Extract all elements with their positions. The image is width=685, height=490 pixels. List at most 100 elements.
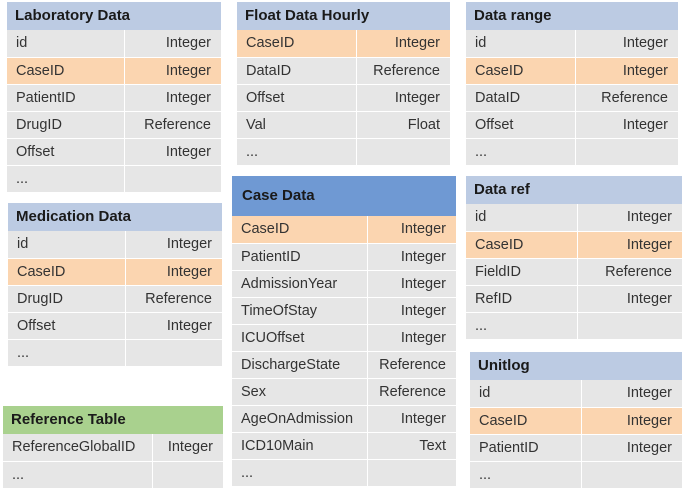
case-data-table: Case Data CaseID Integer PatientID Integer… [232,176,456,486]
field-type: Integer [400,221,446,237]
table-row: id Integer [466,30,678,57]
table-row: RefID Integer [466,285,682,312]
table-row: ... [466,312,682,339]
field-type: Reference [379,384,446,400]
table-row: CaseID Integer [466,231,682,258]
field-name: ... [466,139,576,165]
field-name: Offset [237,85,357,111]
field-name: ... [3,462,153,488]
table-title: Case Data [232,176,456,216]
field-type: Integer [622,35,668,51]
field-name: PatientID [232,244,368,270]
table-row: CaseID Integer [470,407,682,434]
field-type: Float [407,117,440,133]
field-type: Integer [165,90,211,106]
field-type: Integer [166,264,212,280]
field-type: Integer [394,35,440,51]
float-data-hourly-table: Float Data Hourly CaseID Integer DataID Re… [237,2,450,165]
field-name: AgeOnAdmission [232,406,368,432]
field-type: Integer [165,144,211,160]
field-name: CaseID [8,259,126,285]
table-title: Laboratory Data [7,2,221,30]
table-row: DataID Reference [466,84,678,111]
field-type: Reference [373,63,440,79]
field-name: RefID [466,286,578,312]
field-name: ... [232,460,368,486]
field-type [578,313,682,339]
field-type: Text [419,438,446,454]
field-type [126,340,222,366]
field-type: Integer [400,303,446,319]
table-row: Offset Integer [7,138,221,165]
field-name: DataID [466,85,576,111]
field-name: Offset [7,139,125,165]
field-name: DischargeState [232,352,368,378]
table-row: DataID Reference [237,57,450,84]
field-name: ... [7,166,125,192]
field-name: id [466,30,576,57]
field-name: TimeOfStay [232,298,368,324]
field-type: Integer [626,209,672,225]
table-title: Data ref [466,176,682,204]
field-name: ... [466,313,578,339]
field-name: ICD10Main [232,433,368,459]
field-type [368,460,456,486]
table-row: ... [237,138,450,165]
field-name: AdmissionYear [232,271,368,297]
field-name: id [470,380,582,407]
table-title: Medication Data [8,203,222,231]
field-name: ICUOffset [232,325,368,351]
field-name: CaseID [237,30,357,57]
field-name: PatientID [7,85,125,111]
table-row: PatientID Integer [232,243,456,270]
field-name: FieldID [466,259,578,285]
field-type: Integer [165,35,211,51]
field-name: CaseID [7,58,125,84]
table-row: TimeOfStay Integer [232,297,456,324]
field-type [357,139,450,165]
field-name: DataID [237,58,357,84]
field-type: Integer [626,291,672,307]
field-type: Integer [626,413,672,429]
field-name: CaseID [466,232,578,258]
table-row: ... [466,138,678,165]
field-name: CaseID [232,216,368,243]
table-row: CaseID Integer [232,216,456,243]
field-type: Integer [626,237,672,253]
field-type [576,139,678,165]
table-row: CaseID Integer [237,30,450,57]
field-name: CaseID [470,408,582,434]
field-name: ReferenceGlobalID [3,434,153,461]
field-name: ... [237,139,357,165]
field-type: Reference [605,264,672,280]
table-row: FieldID Reference [466,258,682,285]
table-title: Float Data Hourly [237,2,450,30]
field-type: Reference [601,90,668,106]
field-name: PatientID [470,435,582,461]
field-type: Reference [145,291,212,307]
field-type [582,462,682,488]
table-row: ... [470,461,682,488]
table-title: Data range [466,2,678,30]
table-title: Unitlog [470,352,682,380]
field-type: Integer [400,249,446,265]
